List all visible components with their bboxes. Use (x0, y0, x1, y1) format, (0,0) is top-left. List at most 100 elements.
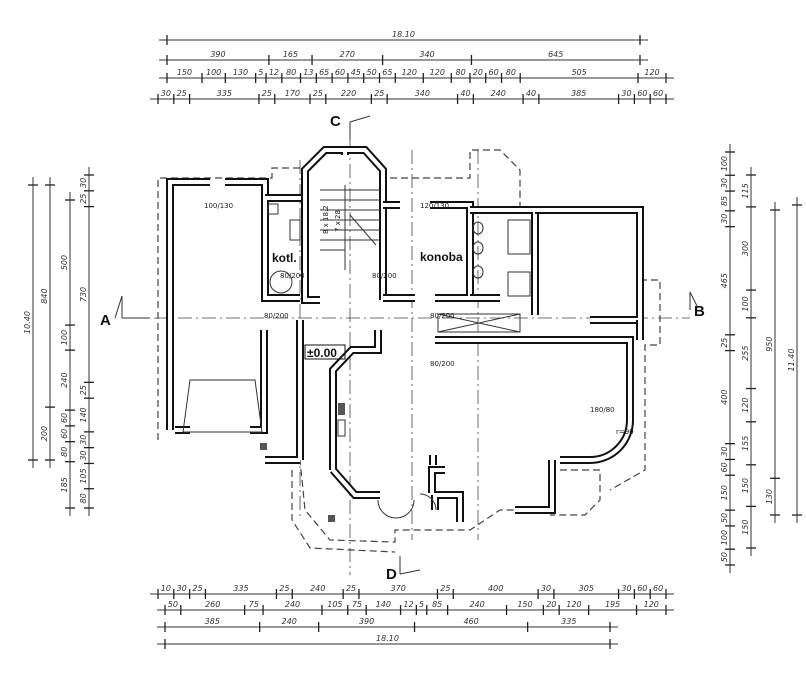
dimension-label: 240 (491, 89, 506, 98)
dimension-label: 460 (463, 617, 478, 626)
dimension-label: 100 (720, 156, 729, 171)
dimension-label: 140 (376, 600, 391, 609)
dimension-label: 150 (517, 600, 532, 609)
dimension-label: 645 (548, 50, 563, 59)
stair-treads (320, 185, 380, 270)
section-marker-c: C (330, 113, 341, 130)
dimension-label: 30 (79, 435, 88, 445)
dimension-label: 505 (571, 68, 586, 77)
dimension-label: 50 (367, 68, 377, 77)
dimension-label: 195 (605, 600, 620, 609)
wall-bathroom (470, 206, 539, 302)
dimension-label: 12 (403, 600, 413, 609)
dimension-label: 150 (741, 520, 750, 535)
opening-label: 80/200 (372, 272, 397, 280)
dimension-label: 260 (205, 600, 220, 609)
dimension-label: 400 (488, 584, 503, 593)
radius-label: r=90 (616, 428, 634, 436)
wall-boiler-room (261, 194, 309, 302)
window-label: 100/130 (204, 202, 233, 210)
dimension-label: 120 (402, 68, 417, 77)
dimension-label: 30 (720, 214, 729, 224)
dimension-label: 25 (720, 338, 729, 348)
dimension-label: 370 (391, 584, 406, 593)
wall-hall (265, 320, 304, 464)
bathtub (507, 219, 531, 255)
dimension-label: 240 (310, 584, 325, 593)
roof-outline-segment (157, 167, 300, 440)
dimension-label: 60 (60, 413, 69, 423)
roof-outline-segment (550, 469, 601, 516)
dimension-label: 185 (60, 477, 69, 492)
dimension-label: 130 (765, 489, 774, 504)
dimension-label: 18.10 (392, 30, 415, 39)
dimension-label: 335 (233, 584, 248, 593)
wall-stair-tower (301, 146, 387, 304)
room-label-boiler: kotl. (272, 251, 297, 265)
dimension-label: 65 (382, 68, 392, 77)
kitchen-sink (337, 419, 346, 437)
roof-outline-segment (609, 279, 661, 491)
dimension-label: 25 (374, 89, 384, 98)
dimension-label: 465 (720, 273, 729, 288)
bidet (472, 241, 484, 255)
dimension-label: 50 (720, 552, 729, 562)
dimension-label: 25 (79, 385, 88, 395)
column-hatched (328, 515, 335, 522)
dimension-label: 100 (741, 296, 750, 311)
dimension-label: 840 (40, 288, 49, 303)
dimension-label: 80 (79, 493, 88, 503)
dimension-chain: 18.10 (157, 634, 618, 649)
dimension-label: 60 (637, 89, 647, 98)
dimension-label: 25 (279, 584, 289, 593)
dimension-label: 25 (79, 194, 88, 204)
dimension-label: 130 (233, 68, 248, 77)
dimension-label: 45 (351, 68, 361, 77)
dimension-label: 20 (473, 68, 483, 77)
fixtures (182, 185, 531, 522)
window-label: 180/80 (590, 406, 615, 414)
dimension-label: 11.40 (787, 349, 796, 372)
opening-label: 80/200 (430, 312, 455, 320)
dimension-label: 5 (419, 600, 424, 609)
dimension-label: 30 (720, 178, 729, 188)
dimension-label: 100 (60, 330, 69, 345)
dimension-label: 80 (506, 68, 516, 77)
dimension-label: 60 (653, 584, 663, 593)
dimension-label: 25 (346, 584, 356, 593)
dimension-label: 150 (741, 478, 750, 493)
level-mark: ±0.00 (307, 346, 337, 360)
dimension-label: 12 (269, 68, 279, 77)
dimension-label: 170 (285, 89, 300, 98)
wall-living (435, 320, 644, 514)
window-label: 120/130 (420, 202, 449, 210)
dimension-label: 240 (282, 617, 297, 626)
wall-kitchen (329, 330, 445, 499)
level-box (304, 344, 346, 360)
dimension-chain: 18.10 (159, 30, 648, 45)
chimney (267, 203, 279, 215)
dimension-label: 30 (541, 584, 551, 593)
boiler-unit (289, 219, 301, 241)
fireplace-pantry-window (437, 313, 521, 333)
roof-outline-segment (265, 459, 530, 543)
dimension-label: 10 (161, 584, 171, 593)
opening-label: 80/200 (280, 272, 305, 280)
dimension-label: 270 (340, 50, 355, 59)
section-arrows (114, 115, 699, 575)
dimension-label: 300 (741, 241, 750, 256)
wall-cellar (383, 201, 474, 302)
dimension-label: 390 (210, 50, 225, 59)
dimension-label: 25 (262, 89, 272, 98)
dimension-label: 85 (720, 196, 729, 206)
dimension-label: 85 (432, 600, 442, 609)
dimension-label: 335 (217, 89, 232, 98)
dimension-label: 80 (286, 68, 296, 77)
